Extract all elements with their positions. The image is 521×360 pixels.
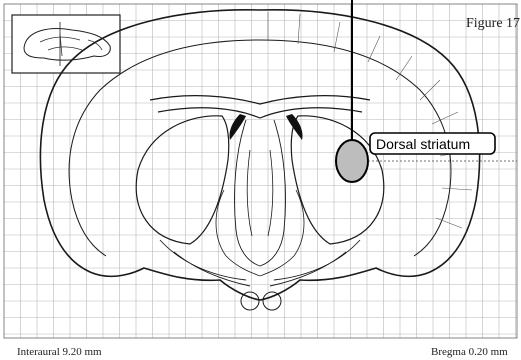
dorsal-striatum-callout: Dorsal striatum: [370, 133, 495, 154]
figure-label: Figure 17: [466, 16, 520, 31]
left-striatum: [136, 116, 228, 244]
dorsal-striatum-target: [336, 140, 368, 182]
callout-label: Dorsal striatum: [376, 136, 470, 152]
bregma-label: Bregma 0.20 mm: [431, 346, 508, 358]
right-striatum: [291, 116, 383, 244]
corpus-callosum: [150, 96, 370, 118]
sagittal-inset: [12, 15, 120, 73]
interaural-label: Interaural 9.20 mm: [17, 346, 102, 358]
septum: [234, 120, 285, 266]
